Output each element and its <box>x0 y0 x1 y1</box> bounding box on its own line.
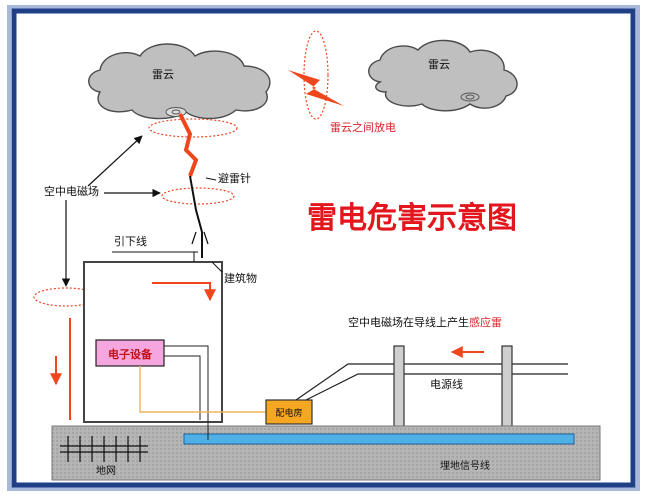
down-conductor-label: 引下线 <box>114 234 147 248</box>
distribution-box <box>265 399 313 425</box>
cloud-left-vortex <box>165 107 187 117</box>
lightning-rod-label: 避雷针 <box>218 171 251 185</box>
induced-lightning-prefix: 空中电磁场在导线上产生 <box>348 315 469 329</box>
em-field-ellipse-middle <box>161 187 235 205</box>
lightning-stroke-to-rod <box>178 113 198 177</box>
air-em-field-label: 空中电磁场 <box>44 184 99 198</box>
power-line-lower <box>305 373 568 401</box>
frame-outer-border <box>11 8 636 488</box>
buried-signal-line-label: 埋地信号线 <box>440 459 490 472</box>
utility-pole-right <box>501 345 513 429</box>
utility-pole-left <box>393 345 405 429</box>
cloud-right-vortex <box>460 92 480 102</box>
ground-grid-label: 地网 <box>96 464 116 477</box>
cloud-left-label: 雷云 <box>152 68 174 81</box>
induced-lightning-label: 空中电磁场在导线上产生感应雷 <box>348 315 502 329</box>
em-field-arrow-top <box>87 135 143 187</box>
power-line-upper <box>295 363 568 401</box>
buried-signal-line <box>183 433 575 445</box>
lightning-rod <box>189 175 203 258</box>
electronic-device-box <box>95 339 165 367</box>
cloud-right-label: 雷云 <box>428 58 450 71</box>
induced-lightning-highlight: 感应雷 <box>469 315 502 329</box>
em-field-ellipse-top <box>148 118 238 138</box>
power-line-label: 电源线 <box>430 377 463 391</box>
cloud-discharge-label: 雷云之间放电 <box>330 120 396 134</box>
cloud-right: 雷云 <box>368 39 518 112</box>
device-power-wire <box>139 366 266 413</box>
intercloud-field-ellipse <box>303 30 329 120</box>
device-wire-b <box>164 355 201 420</box>
ground-grid <box>60 436 148 462</box>
cloud-left: 雷云 <box>88 43 271 120</box>
current-path-arrow-right <box>152 282 216 302</box>
frame-inner-border <box>7 5 640 491</box>
diagram-title: 雷电危害示意图 <box>307 201 517 236</box>
distribution-box-label: 配电房 <box>275 407 302 419</box>
electronic-device-label: 电子设备 <box>108 347 153 361</box>
intercloud-lightning-bolt <box>288 70 344 106</box>
building-label: 建筑物 <box>224 271 257 285</box>
device-wire-a <box>164 345 209 420</box>
